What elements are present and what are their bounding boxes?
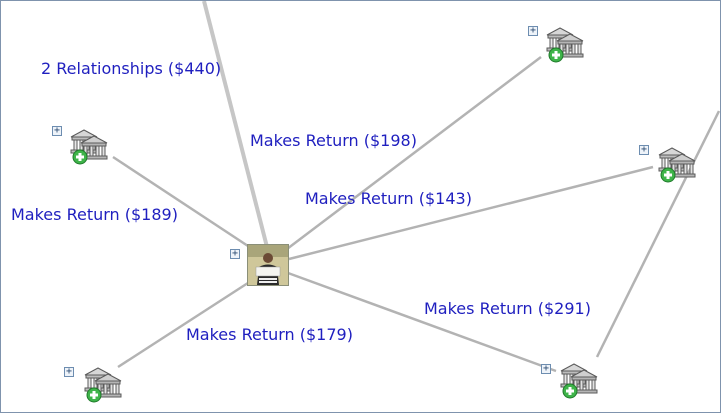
edge-bank-c	[288, 165, 654, 261]
expand-button-bank-a[interactable]: +	[52, 125, 62, 136]
bank-add-icon	[84, 367, 122, 403]
person-photo-icon	[248, 245, 288, 285]
expand-button-bank-d[interactable]: +	[64, 366, 74, 377]
expand-button-bank-c[interactable]: +	[639, 144, 649, 155]
edge-bank-a	[112, 155, 252, 250]
bank-node-e[interactable]	[557, 357, 601, 401]
edge-relationships	[202, 1, 269, 248]
edge-bank-b	[286, 56, 542, 250]
bank-node-b[interactable]	[543, 21, 587, 65]
expand-button-bank-b[interactable]: +	[528, 25, 538, 36]
expand-button-bank-e[interactable]: +	[541, 363, 551, 374]
edge-bank-c-e	[595, 110, 720, 358]
edge-label-return-291: Makes Return ($291)	[424, 299, 591, 318]
edge-label-return-179: Makes Return ($179)	[186, 325, 353, 344]
edge-label-return-198: Makes Return ($198)	[250, 131, 417, 150]
edge-label-return-189: Makes Return ($189)	[11, 205, 178, 224]
bank-add-icon	[546, 27, 584, 63]
bank-add-icon	[70, 129, 108, 165]
bank-node-d[interactable]	[81, 361, 125, 405]
edge-label-relationships: 2 Relationships ($440)	[41, 59, 222, 78]
edge-bank-e	[287, 271, 557, 373]
bank-node-a[interactable]	[67, 123, 111, 167]
edge-label-return-143: Makes Return ($143)	[305, 189, 472, 208]
bank-add-icon	[560, 363, 598, 399]
edge-bank-d	[117, 279, 252, 369]
person-node[interactable]	[247, 244, 289, 286]
expand-button-center[interactable]: +	[230, 248, 240, 259]
bank-node-c[interactable]	[655, 141, 699, 185]
bank-add-icon	[658, 147, 696, 183]
